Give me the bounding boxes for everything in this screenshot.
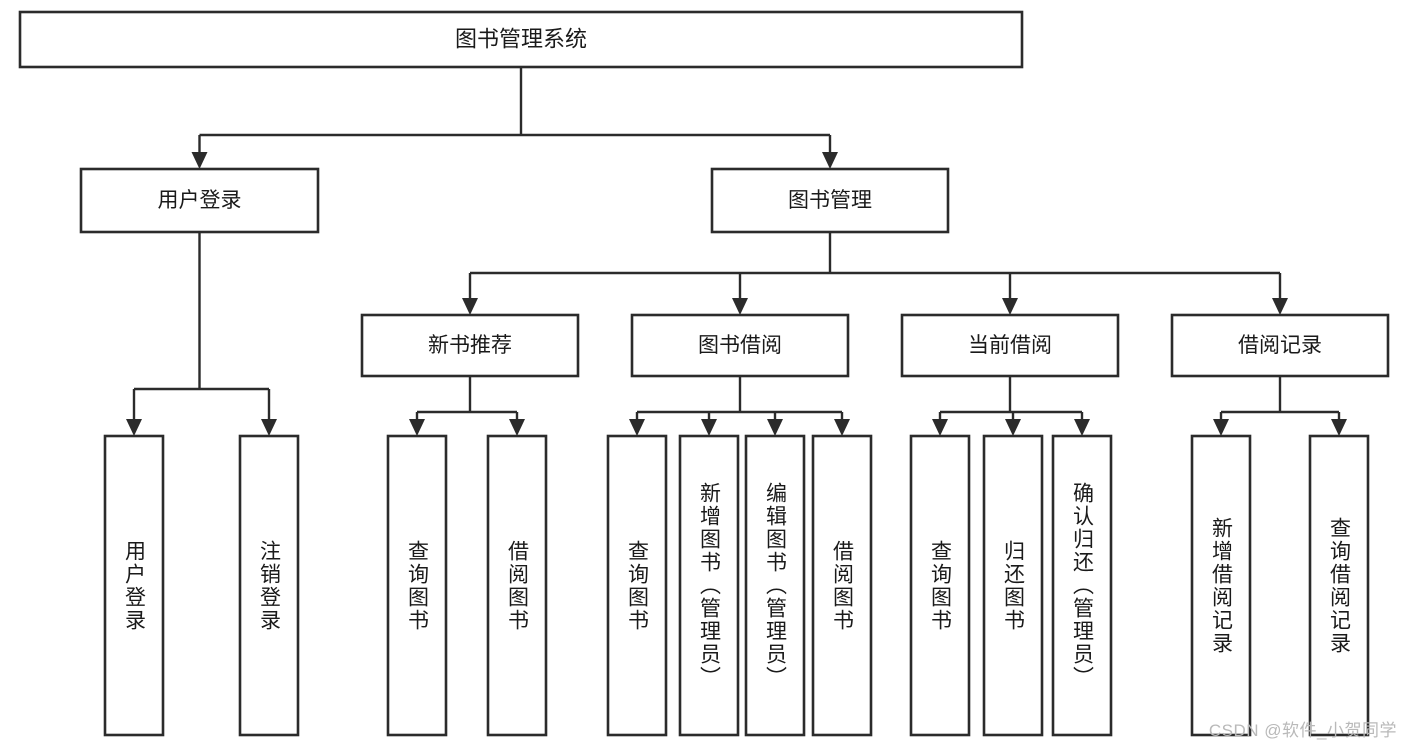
node-leaf-leaf-query-record[interactable]	[1308, 434, 1370, 737]
arrow-head-icon	[191, 152, 208, 169]
arrow-head-icon	[261, 419, 277, 436]
node-leaf-leaf-add-book[interactable]	[678, 434, 740, 737]
arrow-head-icon	[767, 419, 783, 436]
node-leaf-leaf-query-book-3[interactable]	[909, 434, 971, 737]
node-label-root: 图书管理系统	[455, 26, 587, 51]
node-leaf-leaf-query-book-1[interactable]	[386, 434, 448, 737]
arrow-head-icon	[732, 298, 748, 315]
arrow-head-icon	[126, 419, 142, 436]
arrow-head-icon	[1002, 298, 1018, 315]
arrow-head-icon	[1331, 419, 1347, 436]
node-level2-book-manage[interactable]	[710, 167, 950, 234]
node-leaf-leaf-borrow-book-2[interactable]	[811, 434, 873, 737]
node-leaf-leaf-user-login[interactable]	[103, 434, 165, 737]
node-leaf-leaf-edit-book[interactable]	[744, 434, 806, 737]
node-level3-borrow-record[interactable]	[1170, 313, 1390, 378]
arrow-head-icon	[462, 298, 478, 315]
arrow-head-icon	[1272, 298, 1288, 315]
node-label-book-borrow: 图书借阅	[698, 334, 782, 357]
node-level3-new-book-rec[interactable]	[360, 313, 580, 378]
arrow-head-icon	[1074, 419, 1090, 436]
arrow-head-icon	[834, 419, 850, 436]
connector-layer	[126, 67, 1347, 436]
node-label-book-manage: 图书管理	[788, 189, 872, 212]
arrow-head-icon	[409, 419, 425, 436]
node-label-current-borrow: 当前借阅	[968, 334, 1052, 357]
node-box-layer	[18, 10, 1390, 737]
node-leaf-leaf-borrow-book-1[interactable]	[486, 434, 548, 737]
node-level3-current-borrow[interactable]	[900, 313, 1120, 378]
arrow-head-icon	[1213, 419, 1229, 436]
arrow-head-icon	[1005, 419, 1021, 436]
node-leaf-leaf-query-book-2[interactable]	[606, 434, 668, 737]
node-leaf-leaf-return-book[interactable]	[982, 434, 1044, 737]
arrow-head-icon	[509, 419, 525, 436]
node-leaf-leaf-confirm-return[interactable]	[1051, 434, 1113, 737]
watermark-text: CSDN @软件_小贺同学	[1208, 721, 1397, 740]
node-level2-user-login[interactable]	[79, 167, 320, 234]
node-leaf-leaf-logout[interactable]	[238, 434, 300, 737]
arrow-head-icon	[701, 419, 717, 436]
node-label-borrow-record: 借阅记录	[1238, 334, 1322, 357]
node-label-user-login: 用户登录	[158, 189, 242, 212]
arrow-head-icon	[932, 419, 948, 436]
arrow-head-icon	[629, 419, 645, 436]
node-label-new-book-rec: 新书推荐	[428, 334, 512, 357]
node-root-root[interactable]	[18, 10, 1024, 69]
node-level3-book-borrow[interactable]	[630, 313, 850, 378]
arrow-head-icon	[822, 152, 838, 169]
node-leaf-leaf-add-record[interactable]	[1190, 434, 1252, 737]
